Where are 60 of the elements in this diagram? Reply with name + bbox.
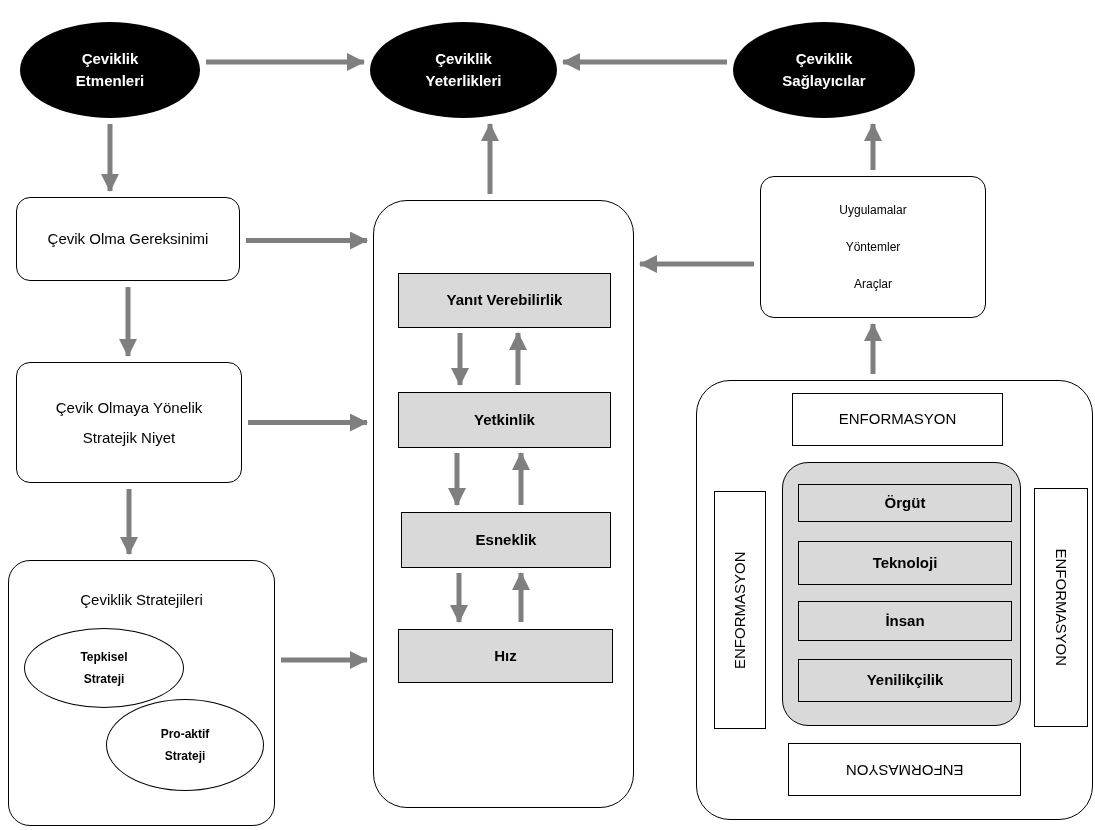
node-label: Yöntemler <box>845 239 901 256</box>
node-label: Örgüt <box>884 492 926 513</box>
node-label: Çeviklik Etmenleri <box>74 48 146 91</box>
rotated-label: ENFORMASYON <box>729 551 749 669</box>
arrow <box>119 287 137 357</box>
arrow <box>562 53 727 71</box>
node-label: Araçlar <box>854 276 892 293</box>
node-label: Tepkisel Strateji <box>79 649 129 688</box>
arrow <box>481 123 499 194</box>
node-label: Pro-aktif Strateji <box>159 726 211 765</box>
arrow <box>512 452 530 505</box>
arrow <box>281 651 368 669</box>
process-box <box>398 273 611 328</box>
node-label: ENFORMASYON <box>838 409 957 430</box>
inner-panel <box>782 462 1021 726</box>
node-label: Teknoloji <box>872 552 938 573</box>
group-container <box>8 560 275 826</box>
node-label: İnsan <box>885 610 925 631</box>
rounded-box <box>16 197 240 281</box>
node-label: Çevik Olma Gereksinimi <box>47 229 209 249</box>
arrow <box>512 572 530 622</box>
arrow <box>451 333 469 386</box>
rounded-box <box>760 176 986 318</box>
arrow <box>509 332 527 385</box>
process-box <box>398 392 611 448</box>
node-label: Çeviklik Stratejileri <box>80 590 203 610</box>
rounded-box <box>16 362 242 483</box>
process-box <box>401 512 611 568</box>
label-box <box>1034 488 1088 727</box>
rotated-label: ENFORMASYON <box>1052 548 1072 667</box>
arrow <box>101 124 119 192</box>
arrow <box>448 453 466 506</box>
arrow <box>246 231 368 250</box>
node-label: Uygulamalar <box>839 202 907 219</box>
node-label: Yanıt Verebilirlik <box>446 290 563 311</box>
arrow <box>120 489 138 555</box>
node-label: Çeviklik Sağlayıcılar <box>781 48 867 91</box>
arrow <box>639 255 754 273</box>
arrow <box>450 573 468 623</box>
process-box <box>798 541 1012 585</box>
group-container <box>696 380 1093 820</box>
arrow <box>864 323 882 374</box>
node-label: Hız <box>494 645 517 666</box>
node-label: Yetkinlik <box>474 409 535 430</box>
process-box <box>798 484 1012 522</box>
arrow <box>248 413 368 432</box>
node-label: Yenilikçilik <box>866 670 944 691</box>
process-box <box>798 601 1012 641</box>
node-label: Esneklik <box>475 529 537 550</box>
arrow <box>864 123 882 170</box>
node-label: Çeviklik Yeterlikleri <box>424 48 503 91</box>
process-box <box>398 629 613 683</box>
arrow <box>206 53 365 71</box>
node-label: Çevik Olmaya Yönelik Stratejik Niyet <box>54 397 204 448</box>
label-box <box>792 393 1003 446</box>
label-box <box>788 743 1021 796</box>
rotated-label: ENFORMASYON <box>845 760 964 781</box>
process-box <box>798 659 1012 702</box>
label-box <box>714 491 766 729</box>
group-container <box>373 200 634 808</box>
